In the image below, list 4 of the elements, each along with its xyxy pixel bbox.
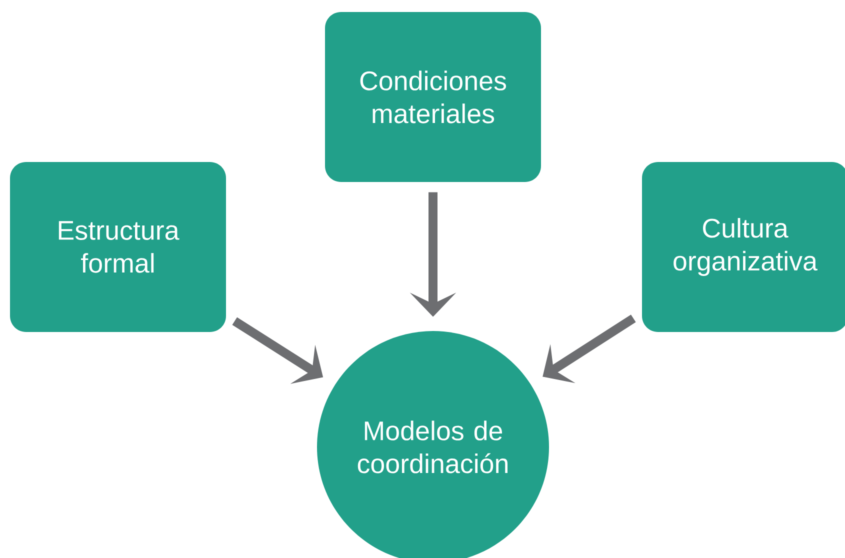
rounded-box: Estructura formal xyxy=(10,162,226,332)
arrow xyxy=(542,314,636,384)
rounded-box: Cultura organizativa xyxy=(642,162,845,332)
rounded-box: Condiciones materiales xyxy=(325,12,541,182)
